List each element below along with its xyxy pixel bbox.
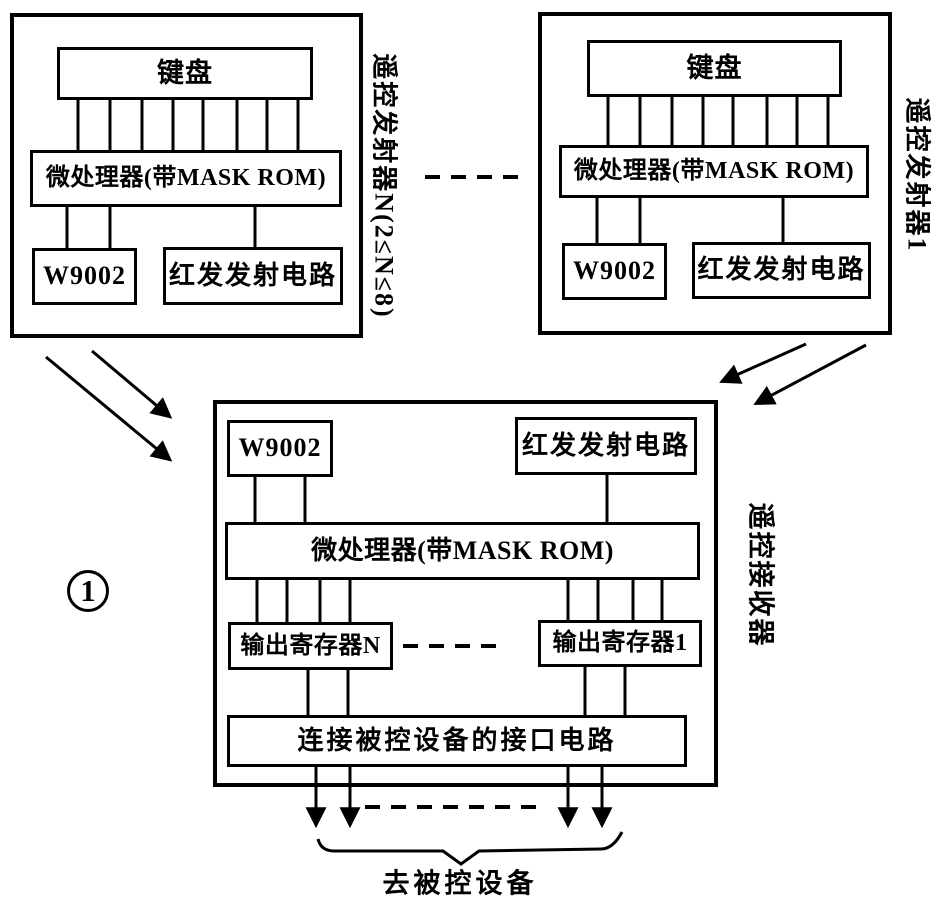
dashed-separators — [365, 175, 543, 809]
receiver-side-label: 遥控接收器 — [745, 502, 776, 648]
transmitter-1-side-label: 遥控发射器1 — [902, 97, 932, 253]
receiver-register-1-box: 输出寄存器1 — [538, 620, 702, 667]
transmitter-1-w9002-box: W9002 — [562, 243, 667, 300]
output-arrows — [305, 767, 613, 829]
transmitter-n-ir-box: 红发发射电路 — [163, 247, 343, 305]
brace — [316, 831, 624, 866]
signal-arrow — [91, 349, 173, 419]
to-devices-caption: 去被控设备 — [382, 868, 538, 899]
transmitter-n-frame — [10, 13, 363, 338]
transmitter-n-keyboard-bus — [65, 100, 300, 248]
receiver-interface-box: 连接被控设备的接口电路 — [227, 715, 687, 767]
transmitter-n-side-label: 遥控发射器N(2≤N≤8) — [369, 53, 399, 319]
transmitter-n-keyboard-box: 键盘 — [57, 47, 313, 100]
receiver-w9002-box: W9002 — [227, 420, 333, 477]
signal-arrow — [45, 355, 173, 462]
receiver-ir-box: 红发发射电路 — [515, 417, 697, 475]
transmitter-1-ir-box: 红发发射电路 — [692, 242, 871, 299]
receiver-frame — [213, 400, 718, 787]
figure-number-badge: 1 — [67, 570, 109, 612]
transmitter-1-keyboard-box: 键盘 — [587, 40, 842, 97]
receiver-connectors — [253, 475, 664, 715]
transmitter-1-frame — [538, 12, 892, 335]
receiver-mcu-box: 微处理器(带MASK ROM) — [225, 522, 700, 580]
signal-arrow — [719, 342, 807, 384]
transmitter-1-keyboard-bus — [595, 97, 830, 243]
signal-arrow — [753, 343, 867, 405]
transmitter-n-mcu-box: 微处理器(带MASK ROM) — [30, 150, 342, 207]
ir-signal-arrows — [45, 342, 867, 462]
transmitter-1-mcu-box: 微处理器(带MASK ROM) — [559, 145, 869, 198]
transmitter-n-w9002-box: W9002 — [32, 248, 137, 305]
receiver-register-n-box: 输出寄存器N — [228, 622, 393, 670]
